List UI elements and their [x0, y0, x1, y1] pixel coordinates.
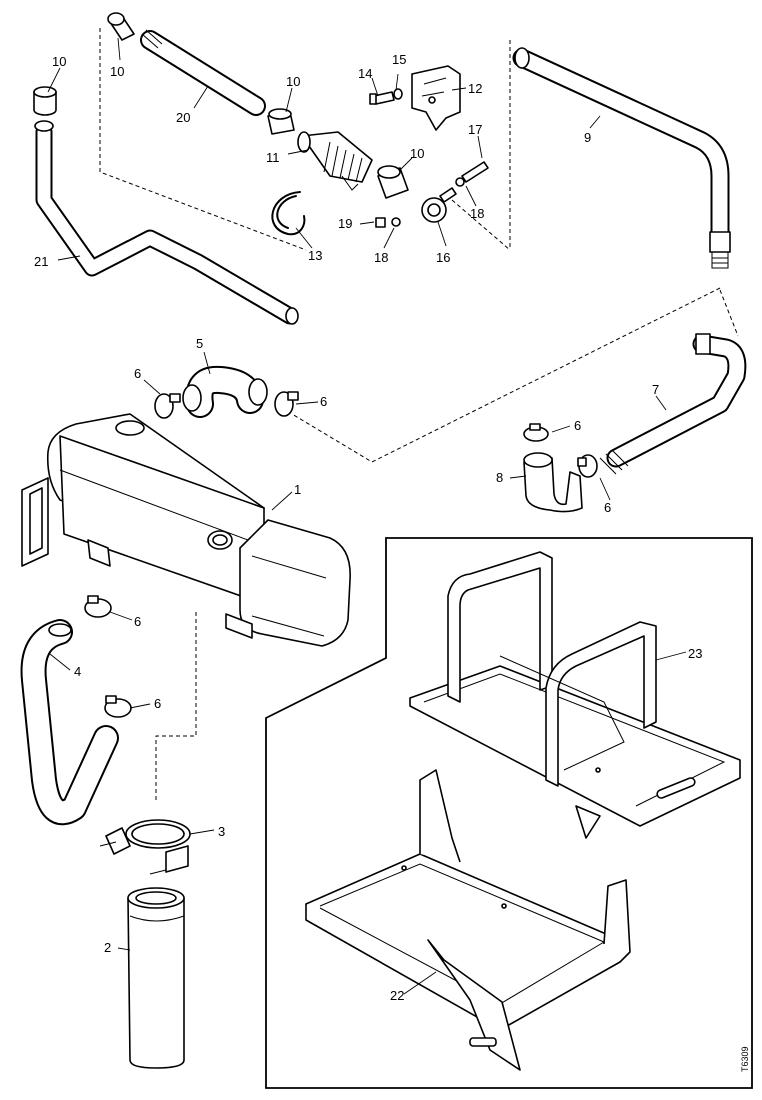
callouts: 10 10 20 10 14 15 12 9 11 10 17 18 13 19…: [34, 52, 750, 1072]
sleeve-10-middle: [267, 108, 295, 135]
heater-1: [21, 413, 351, 647]
callout-13: 13: [308, 248, 322, 263]
callout-18: 18: [374, 250, 388, 265]
sleeve-10-top: [107, 12, 135, 41]
callout-3: 3: [218, 824, 225, 839]
hose-clamp-6-a: [154, 393, 181, 419]
callout-10: 10: [110, 64, 124, 79]
exhaust-pipe-2: [127, 887, 185, 1069]
callout-10: 10: [52, 54, 66, 69]
callout-6: 6: [154, 696, 161, 711]
callout-21: 21: [34, 254, 48, 269]
callout-10: 10: [286, 74, 300, 89]
callout-14: 14: [358, 66, 372, 81]
inset-frame: [265, 537, 753, 1089]
callout-16: 16: [436, 250, 450, 265]
pipe-20: [140, 29, 266, 116]
callout-23: 23: [688, 646, 702, 661]
callout-8: 8: [496, 470, 503, 485]
hose-5: [182, 365, 268, 418]
hose-clamp-6-f: [104, 695, 132, 718]
callout-5: 5: [196, 336, 203, 351]
hose-clamp-6-c: [523, 423, 549, 442]
callout-12: 12: [468, 81, 482, 96]
nut-19: [375, 217, 386, 228]
drawing-reference-code: T6309: [740, 1046, 750, 1072]
callout-15: 15: [392, 52, 406, 67]
callout-11: 11: [266, 150, 280, 165]
sleeve-10-left: [33, 86, 57, 116]
pipe-21: [34, 120, 299, 325]
callout-9: 9: [584, 130, 591, 145]
hose-4: [20, 619, 119, 826]
callout-17: 17: [468, 122, 482, 137]
callout-4: 4: [74, 664, 81, 679]
bolt-17: [461, 161, 489, 183]
callout-6: 6: [574, 418, 581, 433]
callout-6: 6: [604, 500, 611, 515]
washer-15: [393, 88, 403, 100]
callout-2: 2: [104, 940, 111, 955]
hose-clamp-6-d: [577, 454, 598, 478]
callout-22: 22: [390, 988, 404, 1003]
connector-11: [297, 131, 373, 191]
nut-18-right: [455, 177, 465, 187]
callout-18: 18: [470, 206, 484, 221]
assembly-dashed-lines: [99, 28, 739, 800]
pipe-9: [512, 47, 731, 269]
clip-13: [271, 191, 306, 236]
elbow-8: [523, 452, 583, 513]
callout-7: 7: [652, 382, 659, 397]
sleeve-10-right: [377, 165, 409, 199]
hose-clamp-6-e: [84, 595, 112, 618]
callout-20: 20: [176, 110, 190, 125]
support-bracket-22: [305, 769, 631, 1071]
clamp-16: [421, 187, 457, 223]
bracket-12: [411, 65, 461, 131]
callout-6: 6: [320, 394, 327, 409]
callout-6: 6: [134, 366, 141, 381]
hose-clamp-6-b: [274, 391, 299, 417]
nut-18-lower: [391, 217, 401, 227]
callout-1: 1: [294, 482, 301, 497]
bolt-14: [369, 91, 395, 105]
mounting-frame-23: [409, 551, 741, 839]
pipe-7: [599, 333, 747, 475]
leader-lines: [47, 37, 687, 995]
callout-10: 10: [410, 146, 424, 161]
callout-6: 6: [134, 614, 141, 629]
band-clamp-3: [99, 819, 191, 875]
callout-19: 19: [338, 216, 352, 231]
